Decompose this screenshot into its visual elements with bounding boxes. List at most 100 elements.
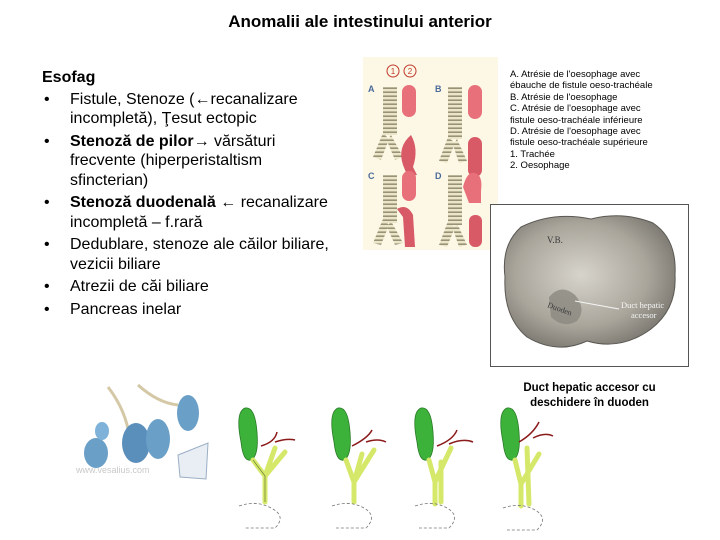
gallbladder-green-1: [238, 407, 258, 461]
bullet-bold-term: Stenoză duodenală: [70, 194, 216, 211]
ducts-yellow-3: [426, 445, 454, 507]
duodenum-dash-1: [238, 503, 281, 529]
biliary-variation-1: [238, 407, 296, 529]
bullet-dot: •: [44, 194, 50, 211]
caption-line-1: Duct hepatic accesor cu: [523, 382, 656, 394]
trachea-b-branch-left: [439, 137, 455, 163]
pointer-line: [574, 300, 620, 310]
vessel-red-4: [518, 421, 554, 443]
vessel-red-3: [436, 429, 474, 447]
vessel-red-2: [351, 429, 387, 447]
vessel-red-1: [260, 431, 296, 447]
gallbladder-3: [146, 419, 170, 459]
esophagus-d-lower: [469, 215, 482, 247]
ducts-outline-1: [252, 459, 266, 502]
esophagus-c-lower: [397, 207, 415, 247]
esophagus-d-upper: [463, 172, 482, 203]
gallbladder-green-2: [331, 407, 351, 461]
caption-line-2: deschidere în duoden: [530, 397, 649, 409]
marker-1-circle: [386, 64, 400, 78]
biliary-variation-3: [414, 407, 474, 529]
liver-photo-caption: Duct hepatic accesor cu deschidere în du…: [490, 381, 689, 411]
bullet-item: • Pancreas inelar: [42, 300, 342, 320]
trachea-d-branch-right: [453, 223, 467, 247]
ducts-yellow-4: [512, 445, 542, 509]
ducts-yellow-1: [250, 445, 288, 505]
list-heading: Esofag: [42, 69, 96, 86]
duodenum-dash-4: [502, 505, 543, 531]
panel-a-label: A: [368, 84, 375, 94]
esophagus-c-upper: [402, 171, 416, 201]
bullet-dot: •: [44, 278, 50, 295]
slide-title: Anomalii ale intestinului anterior: [228, 12, 492, 31]
duodenum-dash-3: [414, 503, 455, 529]
label-vb: V.B.: [547, 235, 563, 245]
duodenum-shape: [549, 289, 582, 325]
gallbladder-1: [84, 438, 108, 468]
panel-b-label: B: [435, 84, 442, 94]
gallbladder-5: [177, 442, 209, 480]
bullet-text: ← recanalizare incompletă – f.rară: [70, 194, 328, 231]
gallbladder-green-4: [500, 407, 520, 461]
trachea-c: [383, 175, 397, 223]
liver-shape: [503, 215, 676, 348]
esophagus-a-lower: [401, 135, 417, 175]
esophagus-a-upper: [402, 85, 416, 117]
bullet-dot: •: [44, 236, 50, 253]
label-duct-line2: accesor: [631, 310, 657, 320]
bullet-bold-term: Stenoză de pilor: [70, 132, 194, 150]
watermark: www.vesalius.com: [75, 465, 150, 475]
legend-line: 1. Trachée: [510, 148, 555, 160]
liver-photo: V.B. Duoden Duct hepatic accesor: [503, 215, 676, 348]
legend-line: fistule oeso-trachéale supérieure: [510, 137, 648, 149]
esophagus-anomalies-list: Esofag • Fistule, Stenoze (←recanalizare …: [42, 68, 342, 322]
trachea-a-branch-left: [373, 133, 389, 160]
trachea-d: [448, 175, 462, 225]
label-duct-line1: Duct hepatic: [621, 300, 664, 310]
bullet-item: • Stenoză de pilor→ vărsături frecvente (…: [42, 132, 342, 191]
bullet-text: Atrezii de căi biliare: [70, 278, 209, 295]
legend-line: A. Atrésie de l'oesophage avec: [510, 69, 641, 80]
legend-line: fistule oeso-trachéale inférieure: [510, 114, 643, 126]
bullet-text: Dedublare, stenoze ale căilor biliare, v…: [70, 236, 329, 273]
gallbladder-anomalies-figure: www.vesalius.com: [68, 383, 224, 483]
trachea-b: [448, 87, 462, 139]
trachea-d-branch-left: [439, 221, 455, 247]
bullet-text: Fistule, Stenoze (←recanalizare incomple…: [70, 90, 298, 128]
gallbladder-2: [122, 423, 150, 463]
bullet-item: • Dedublare, stenoze ale căilor biliare, …: [42, 235, 342, 274]
legend-line: B. Atrésie de l'oesophage: [510, 91, 618, 103]
trachea-c-branch-right: [387, 221, 403, 245]
trachea-c-branch-left: [373, 219, 389, 245]
bullet-list: • Fistule, Stenoze (←recanalizare incompl…: [42, 90, 342, 320]
gallbladder-green-3: [414, 407, 434, 461]
gallbladder-1-top: [95, 422, 109, 440]
marker-2: 2: [408, 67, 413, 76]
legend-line: 2. Oesophage: [510, 160, 570, 172]
marker-1: 1: [391, 67, 396, 76]
gallbladder-4: [177, 395, 199, 431]
panel-d-label: D: [435, 171, 442, 181]
duct-curve-2: [136, 383, 179, 407]
ducts-yellow-2: [343, 447, 377, 505]
bullet-dot: •: [44, 132, 50, 150]
esophagus-b-upper: [468, 85, 482, 119]
trachea-a: [383, 87, 397, 135]
bullet-item: • Fistule, Stenoze (←recanalizare incompl…: [42, 90, 342, 129]
trachea-b-branch-right: [453, 139, 467, 163]
biliary-variation-4: [500, 407, 554, 531]
esophagus-b-lower: [468, 137, 482, 177]
duodenum-dash-2: [331, 503, 372, 529]
bullet-dot: •: [44, 300, 50, 318]
bullet-dot: •: [44, 90, 50, 108]
trachea-a-branch-right: [387, 135, 403, 160]
legend-line: C. Atrésie de l'oesophage avec: [510, 103, 641, 115]
legend-line: D. Atrésie de l'oesophage avec: [510, 126, 641, 138]
bullet-text: → vărsături frecvente (hiperperistaltism…: [70, 132, 276, 189]
bullet-text: Pancreas inelar: [70, 300, 182, 318]
marker-2-circle: [403, 64, 417, 78]
bullet-item: • Atrezii de căi biliare: [42, 277, 342, 297]
legend-line: ébauche de fistule oeso-trachéale: [510, 80, 653, 92]
liver-photo-frame: V.B. Duoden Duct hepatic accesor: [490, 204, 689, 367]
